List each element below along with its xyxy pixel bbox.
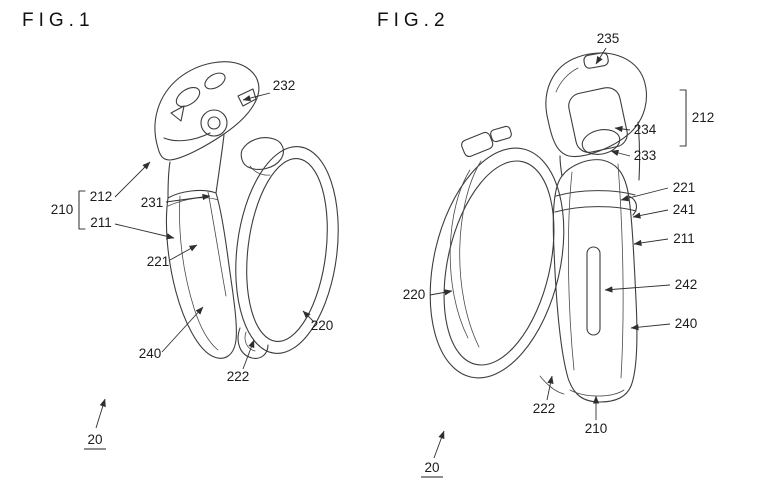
fig2-strap-tab <box>490 125 512 143</box>
figure-2-title: FIG.2 <box>377 10 450 31</box>
fig1-labels: 232 210 212 211 231 221 240 222 220 20 <box>51 78 334 450</box>
fig1-leader-211 <box>114 223 175 240</box>
fig2-ref-label-221: 221 <box>673 180 696 195</box>
fig1-ref-210-bracket <box>78 190 86 230</box>
fig2-ref-label-222: 222 <box>533 401 556 416</box>
fig1-ref-label-232: 232 <box>273 78 296 93</box>
fig1-ref-label-210: 210 <box>51 202 74 217</box>
figure-1-title: FIG.1 <box>22 10 95 31</box>
fig2-leader-lines <box>429 47 671 459</box>
fig1-leader-212 <box>114 161 151 198</box>
fig2-ref-label-220: 220 <box>403 287 426 302</box>
fig2-ref-label-211: 211 <box>673 231 695 246</box>
fig2-ref-label-233: 233 <box>634 148 657 163</box>
fig1-leader-240 <box>161 306 204 353</box>
fig2-leader-233 <box>610 149 631 157</box>
fig2-grip-slot <box>586 246 601 336</box>
fig2-strap-buckle <box>461 131 494 158</box>
fig1-ref-label-221: 221 <box>147 254 170 269</box>
fig2-ref-label-240: 240 <box>675 316 698 331</box>
fig2-leader-234 <box>614 125 631 133</box>
fig1-ref-label-231: 231 <box>141 195 164 210</box>
fig1-leader-lines <box>95 92 315 429</box>
fig2-ref-label-235: 235 <box>597 31 620 46</box>
fig1-controller-drawing <box>154 61 339 359</box>
figure-1: FIG.1 <box>22 10 339 450</box>
fig1-controller-neck <box>167 134 225 199</box>
fig2-window-oval <box>581 129 621 155</box>
figure-2: FIG.2 <box>377 10 715 478</box>
fig2-ref-label-212: 212 <box>692 110 715 125</box>
fig1-strap-ring <box>235 137 339 359</box>
fig2-leader-211 <box>633 238 669 247</box>
fig2-controller-neck <box>559 121 641 181</box>
fig1-ref-label-20: 20 <box>87 432 102 447</box>
fig2-ref-label-242: 242 <box>675 277 698 292</box>
fig1-ref-label-240: 240 <box>139 346 162 361</box>
fig2-ref-label-234: 234 <box>634 122 657 137</box>
fig1-leader-20 <box>95 398 106 429</box>
fig2-strap-ring <box>429 125 565 395</box>
fig1-ref-label-220: 220 <box>311 318 334 333</box>
fig1-leader-232 <box>242 92 271 102</box>
fig2-ref-label-20: 20 <box>424 460 439 475</box>
fig1-thumbstick-outer <box>200 109 228 137</box>
fig2-ref-label-241: 241 <box>673 202 696 217</box>
fig1-thumbstick-inner <box>207 116 221 130</box>
fig2-leader-235 <box>595 47 607 65</box>
fig2-leader-240 <box>630 323 671 331</box>
fig2-labels: 235 212 234 233 221 241 211 242 240 220 … <box>403 31 715 478</box>
fig1-leader-220 <box>302 310 315 323</box>
fig2-leader-222 <box>546 375 554 401</box>
fig1-leader-231 <box>165 193 211 203</box>
fig2-controller-grip <box>552 159 638 403</box>
fig1-leader-221 <box>169 244 198 261</box>
fig2-leader-241 <box>632 209 669 219</box>
fig2-leader-242 <box>604 284 671 293</box>
fig2-leader-220 <box>429 289 453 296</box>
fig1-ref-label-211: 211 <box>90 215 112 230</box>
fig2-leader-20 <box>433 430 445 459</box>
fig1-controller-grip <box>165 189 237 359</box>
fig1-ref-label-222: 222 <box>227 369 250 384</box>
fig2-ref-212-bracket <box>679 89 687 147</box>
fig1-leader-222 <box>242 339 255 370</box>
fig2-ref-label-210: 210 <box>585 421 608 436</box>
fig2-leader-221 <box>620 187 669 202</box>
fig2-controller-drawing <box>429 52 648 403</box>
fig2-touchpad-window <box>568 87 628 153</box>
fig1-controller-head <box>154 61 260 161</box>
fig2-controller-head <box>545 52 648 158</box>
fig2-top-tab <box>583 52 609 69</box>
fig1-ref-label-212: 212 <box>90 189 113 204</box>
